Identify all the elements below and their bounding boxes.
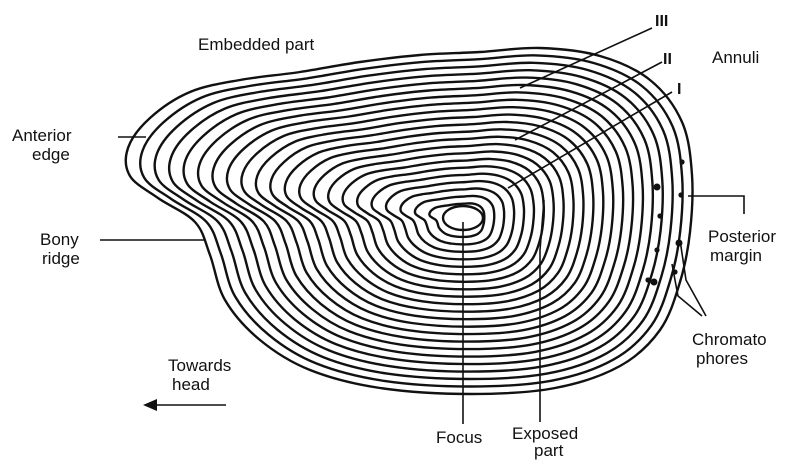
chromatophore-dot — [678, 192, 683, 197]
anterior-edge-label: Anterior edge — [12, 126, 72, 164]
bony-ridge-label-line-2: ridge — [40, 249, 80, 268]
chromatophore-dot — [672, 269, 677, 274]
growth-ring — [169, 70, 663, 371]
chromatophore-dot — [654, 184, 661, 191]
exposed-part-label: Exposed part — [512, 424, 578, 460]
chromatophore-dot — [657, 213, 662, 218]
anterior-edge-label-line-2: edge — [12, 145, 72, 164]
growth-rings — [126, 48, 693, 394]
growth-ring — [328, 151, 554, 289]
towards-head-label-line-1: Towards — [168, 356, 231, 375]
chromatophores-label-line-1: Chromato — [692, 330, 767, 349]
towards-head-label: Towards head — [168, 356, 231, 394]
chromatophores-label: Chromato phores — [692, 330, 767, 368]
towards-head-arrow-head — [143, 399, 157, 411]
embedded-part-label: Embedded part — [198, 35, 314, 54]
annulus-ii-label: II — [663, 50, 672, 69]
bony-ridge-label-line-1: Bony — [40, 230, 80, 249]
posterior-margin-label: Posterior margin — [708, 227, 776, 265]
chromatophore-dot — [645, 277, 650, 282]
chromatophore-dot — [651, 279, 658, 286]
posterior-margin-label-line-2: margin — [708, 246, 776, 265]
chromatophore-dot — [654, 247, 659, 252]
chromatophore-dot — [676, 240, 683, 247]
chromatophores-label-line-2: phores — [692, 349, 767, 368]
chromatophores-leader — [680, 240, 706, 316]
towards-head-label-line-2: head — [168, 375, 231, 394]
annulus-iii-label: III — [655, 12, 668, 31]
focus-label: Focus — [436, 428, 482, 447]
anterior-edge-label-line-1: Anterior — [12, 126, 72, 145]
bony-ridge-label: Bony ridge — [40, 230, 80, 268]
posterior-margin-leader — [688, 196, 744, 214]
posterior-margin-label-line-1: Posterior — [708, 227, 776, 246]
exposed-part-label-line-2: part — [512, 441, 578, 460]
chromatophore-dot — [679, 159, 684, 164]
annuli-label: Annuli — [712, 48, 759, 67]
annulus-i-label: I — [677, 80, 681, 99]
